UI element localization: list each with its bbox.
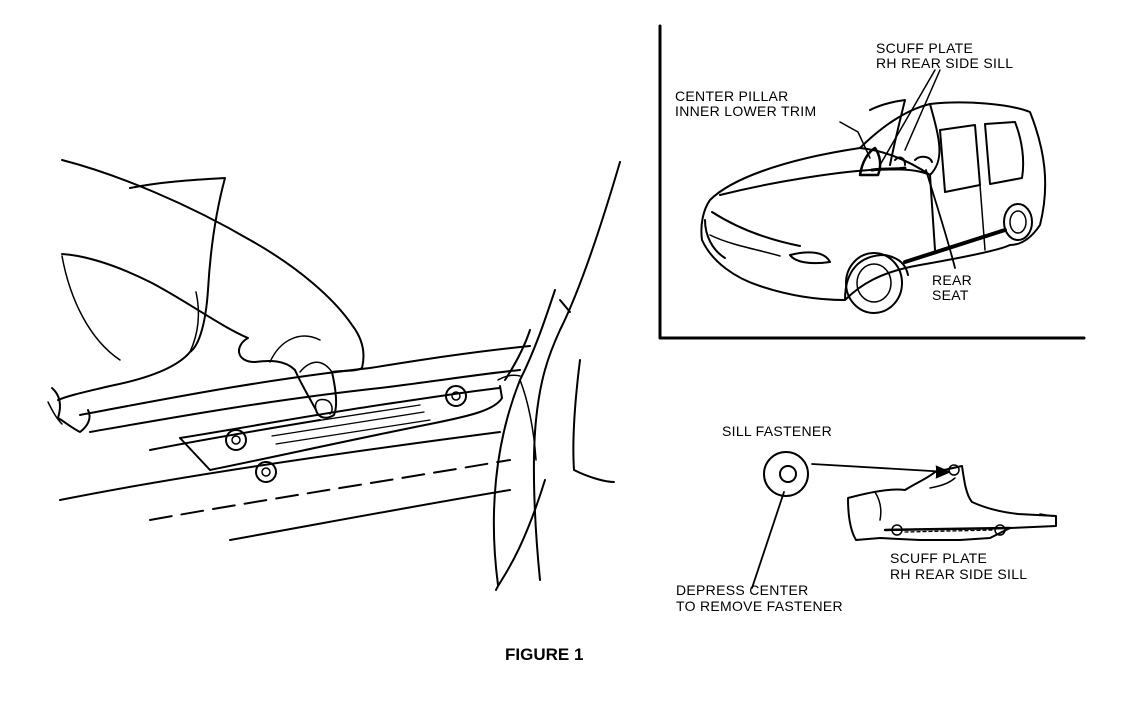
sill-illustration bbox=[47, 159, 621, 591]
label-scuff-plate-detail: SCUFF PLATE bbox=[890, 550, 988, 566]
label-depress-center: DEPRESS CENTER bbox=[676, 582, 809, 598]
label-center-pillar-sub: INNER LOWER TRIM bbox=[675, 103, 817, 119]
label-center-pillar: CENTER PILLAR bbox=[675, 88, 789, 104]
sill-plate-outline bbox=[79, 345, 531, 416]
front-wheel bbox=[845, 252, 903, 314]
label-rear-seat-sub: SEAT bbox=[932, 287, 969, 303]
plate-fastener-1 bbox=[225, 429, 247, 451]
label-scuff-plate-detail-sub: RH REAR SIDE SILL bbox=[890, 566, 1028, 582]
label-sill-fastener: SILL FASTENER bbox=[722, 423, 832, 439]
label-scuff-plate-top-sub: RH REAR SIDE SILL bbox=[876, 55, 1014, 71]
figure-caption: FIGURE 1 bbox=[505, 645, 584, 664]
plate-fastener-3 bbox=[255, 461, 277, 483]
inset-frame bbox=[658, 24, 1086, 340]
fastener-detail bbox=[751, 451, 1057, 589]
door-frame bbox=[492, 289, 556, 586]
seat-edge bbox=[57, 177, 226, 401]
hand-outline bbox=[61, 159, 365, 419]
sill-fastener-icon bbox=[763, 451, 809, 497]
label-scuff-plate-top: SCUFF PLATE bbox=[876, 40, 974, 56]
rear-wheel bbox=[1003, 203, 1033, 241]
plate-fastener-2 bbox=[445, 385, 467, 407]
car-body bbox=[700, 101, 1047, 301]
inset-car-view bbox=[658, 24, 1086, 340]
label-depress-center-sub: TO REMOVE FASTENER bbox=[676, 598, 843, 614]
scuff-plate-detail bbox=[847, 465, 1057, 541]
label-rear-seat: REAR bbox=[932, 272, 973, 288]
